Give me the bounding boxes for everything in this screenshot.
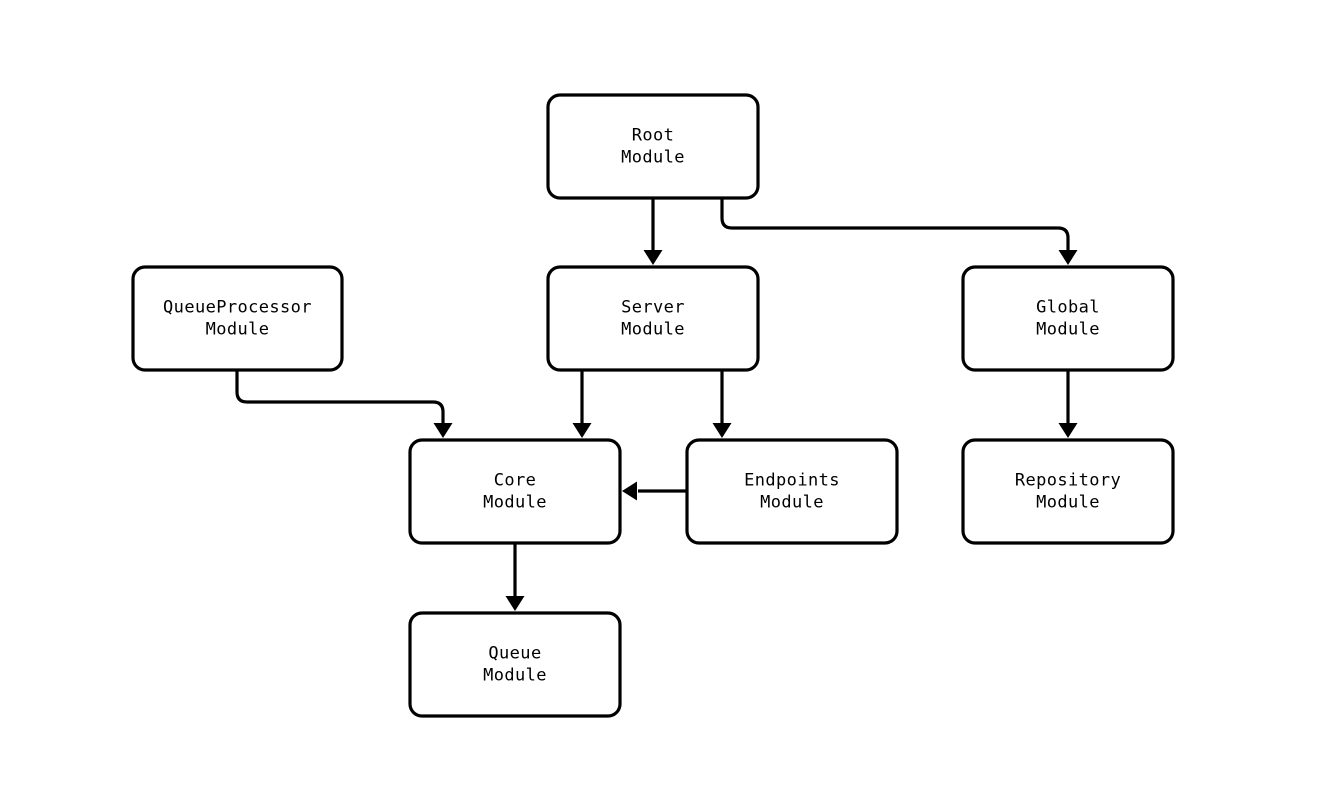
edges-layer <box>235 198 1078 611</box>
node-label-line1: Core <box>494 471 537 491</box>
node-label-line2: Module <box>483 493 547 513</box>
edge-server-to-core <box>572 370 592 438</box>
node-label-line2: Module <box>1036 493 1100 513</box>
edge-root-to-server <box>643 198 663 265</box>
arrowhead-icon <box>622 481 637 501</box>
node-box[interactable] <box>546 93 760 200</box>
arrowhead-icon <box>1058 250 1078 265</box>
arrowhead-icon <box>433 423 453 438</box>
node-label-line1: Root <box>632 126 675 146</box>
edge-server-to-endpoints <box>712 370 732 438</box>
node-label-line1: Queue <box>488 644 541 664</box>
node-box[interactable] <box>685 438 899 545</box>
edge-line <box>235 370 445 423</box>
edge-queueprocessor-to-core <box>235 370 453 438</box>
node-box[interactable] <box>408 438 622 545</box>
node-box[interactable] <box>131 265 344 372</box>
edge-core-to-queue <box>505 543 525 611</box>
node-box[interactable] <box>961 438 1175 545</box>
edge-global-to-repository <box>1058 370 1078 438</box>
node-box[interactable] <box>961 265 1175 372</box>
node-box[interactable] <box>408 611 622 718</box>
node-label-line1: Repository <box>1015 471 1121 491</box>
arrowhead-icon <box>505 596 525 611</box>
node-label-line1: Server <box>621 298 685 318</box>
arrowhead-icon <box>1058 423 1078 438</box>
edge-line <box>720 198 1070 250</box>
node-label-line2: Module <box>483 666 547 686</box>
node-label-line2: Module <box>621 320 685 340</box>
arrowhead-icon <box>643 250 663 265</box>
node-label-line1: Endpoints <box>744 471 840 491</box>
edge-endpoints-to-core <box>622 481 687 501</box>
arrowhead-icon <box>712 423 732 438</box>
node-box[interactable] <box>546 265 760 372</box>
node-label-line1: Global <box>1036 298 1100 318</box>
node-label-line1: QueueProcessor <box>163 298 312 318</box>
node-label-line2: Module <box>206 320 270 340</box>
node-label-line2: Module <box>621 148 685 168</box>
arrowhead-icon <box>572 423 592 438</box>
node-label-line2: Module <box>760 493 824 513</box>
edge-root-to-global <box>720 198 1078 265</box>
node-label-line2: Module <box>1036 320 1100 340</box>
